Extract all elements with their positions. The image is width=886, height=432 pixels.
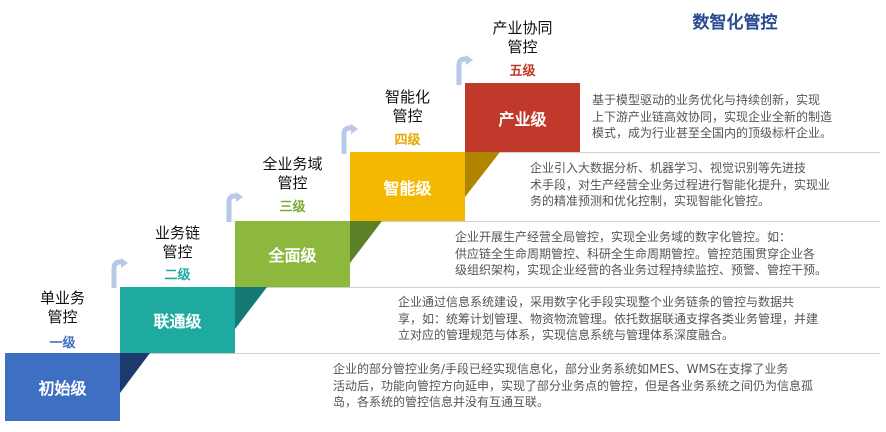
level-4-badge: 四级 [394, 133, 421, 148]
step-label: 联通级 [153, 312, 202, 331]
level-1-label: 单业务 管控 [39, 289, 85, 326]
level-2-label: 业务链 管控 [154, 224, 200, 261]
step-intelligent: 智能级 [350, 152, 465, 221]
level-2-description: 企业通过信息系统建设，采用数字化手段实现整个业务链条的管控与数据共 享，如：统筹… [398, 295, 819, 342]
level-1-description: 企业的部分管控业务/手段已经实现信息化，部分业务系统如MES、WMS在支撑了业务… [333, 362, 814, 409]
separator-line [235, 287, 880, 288]
step-label: 智能级 [383, 178, 432, 198]
step-label: 产业级 [498, 109, 547, 129]
step-industry: 产业级 [465, 83, 580, 152]
step-shadow [465, 152, 500, 197]
level-3-description: 企业开展生产经营全局管控，实现全业务域的数字化管控。如： 供应链全生命周期管控、… [455, 230, 828, 277]
step-label: 全面级 [268, 246, 317, 265]
step-shadow [235, 287, 267, 329]
level-4-description: 企业引入大数据分析、机器学习、视觉识别等先进技 术手段，对生产经营全业务过程进行… [530, 161, 831, 208]
level-5-description: 基于模型驱动的业务优化与持续创新，实现 上下游产业链高效协同，实现企业全新的制造… [592, 93, 833, 140]
separator-line [120, 353, 880, 354]
step-shadow [350, 221, 382, 263]
level-3-label: 全业务域 管控 [262, 155, 323, 192]
curved-up-arrow-icon [456, 55, 473, 85]
curved-up-arrow-icon [341, 124, 358, 154]
level-2-badge: 二级 [164, 268, 191, 283]
level-3-badge: 三级 [279, 200, 306, 215]
step-shadow [120, 353, 150, 393]
curved-up-arrow-icon [226, 192, 243, 222]
level-1-badge: 一级 [49, 336, 76, 351]
diagram-title: 数智化管控 [692, 13, 778, 33]
level-4-label: 智能化 管控 [384, 88, 430, 125]
curved-up-arrow-icon [111, 258, 128, 288]
step-connected: 联通级 [120, 287, 235, 353]
separator-line [350, 221, 880, 222]
step-initial: 初始级 [5, 353, 120, 421]
step-comprehensive: 全面级 [235, 221, 350, 287]
step-label: 初始级 [38, 379, 87, 398]
level-5-label: 产业协同 管控 [492, 19, 553, 56]
separator-line [465, 152, 880, 153]
level-5-badge: 五级 [509, 64, 536, 79]
